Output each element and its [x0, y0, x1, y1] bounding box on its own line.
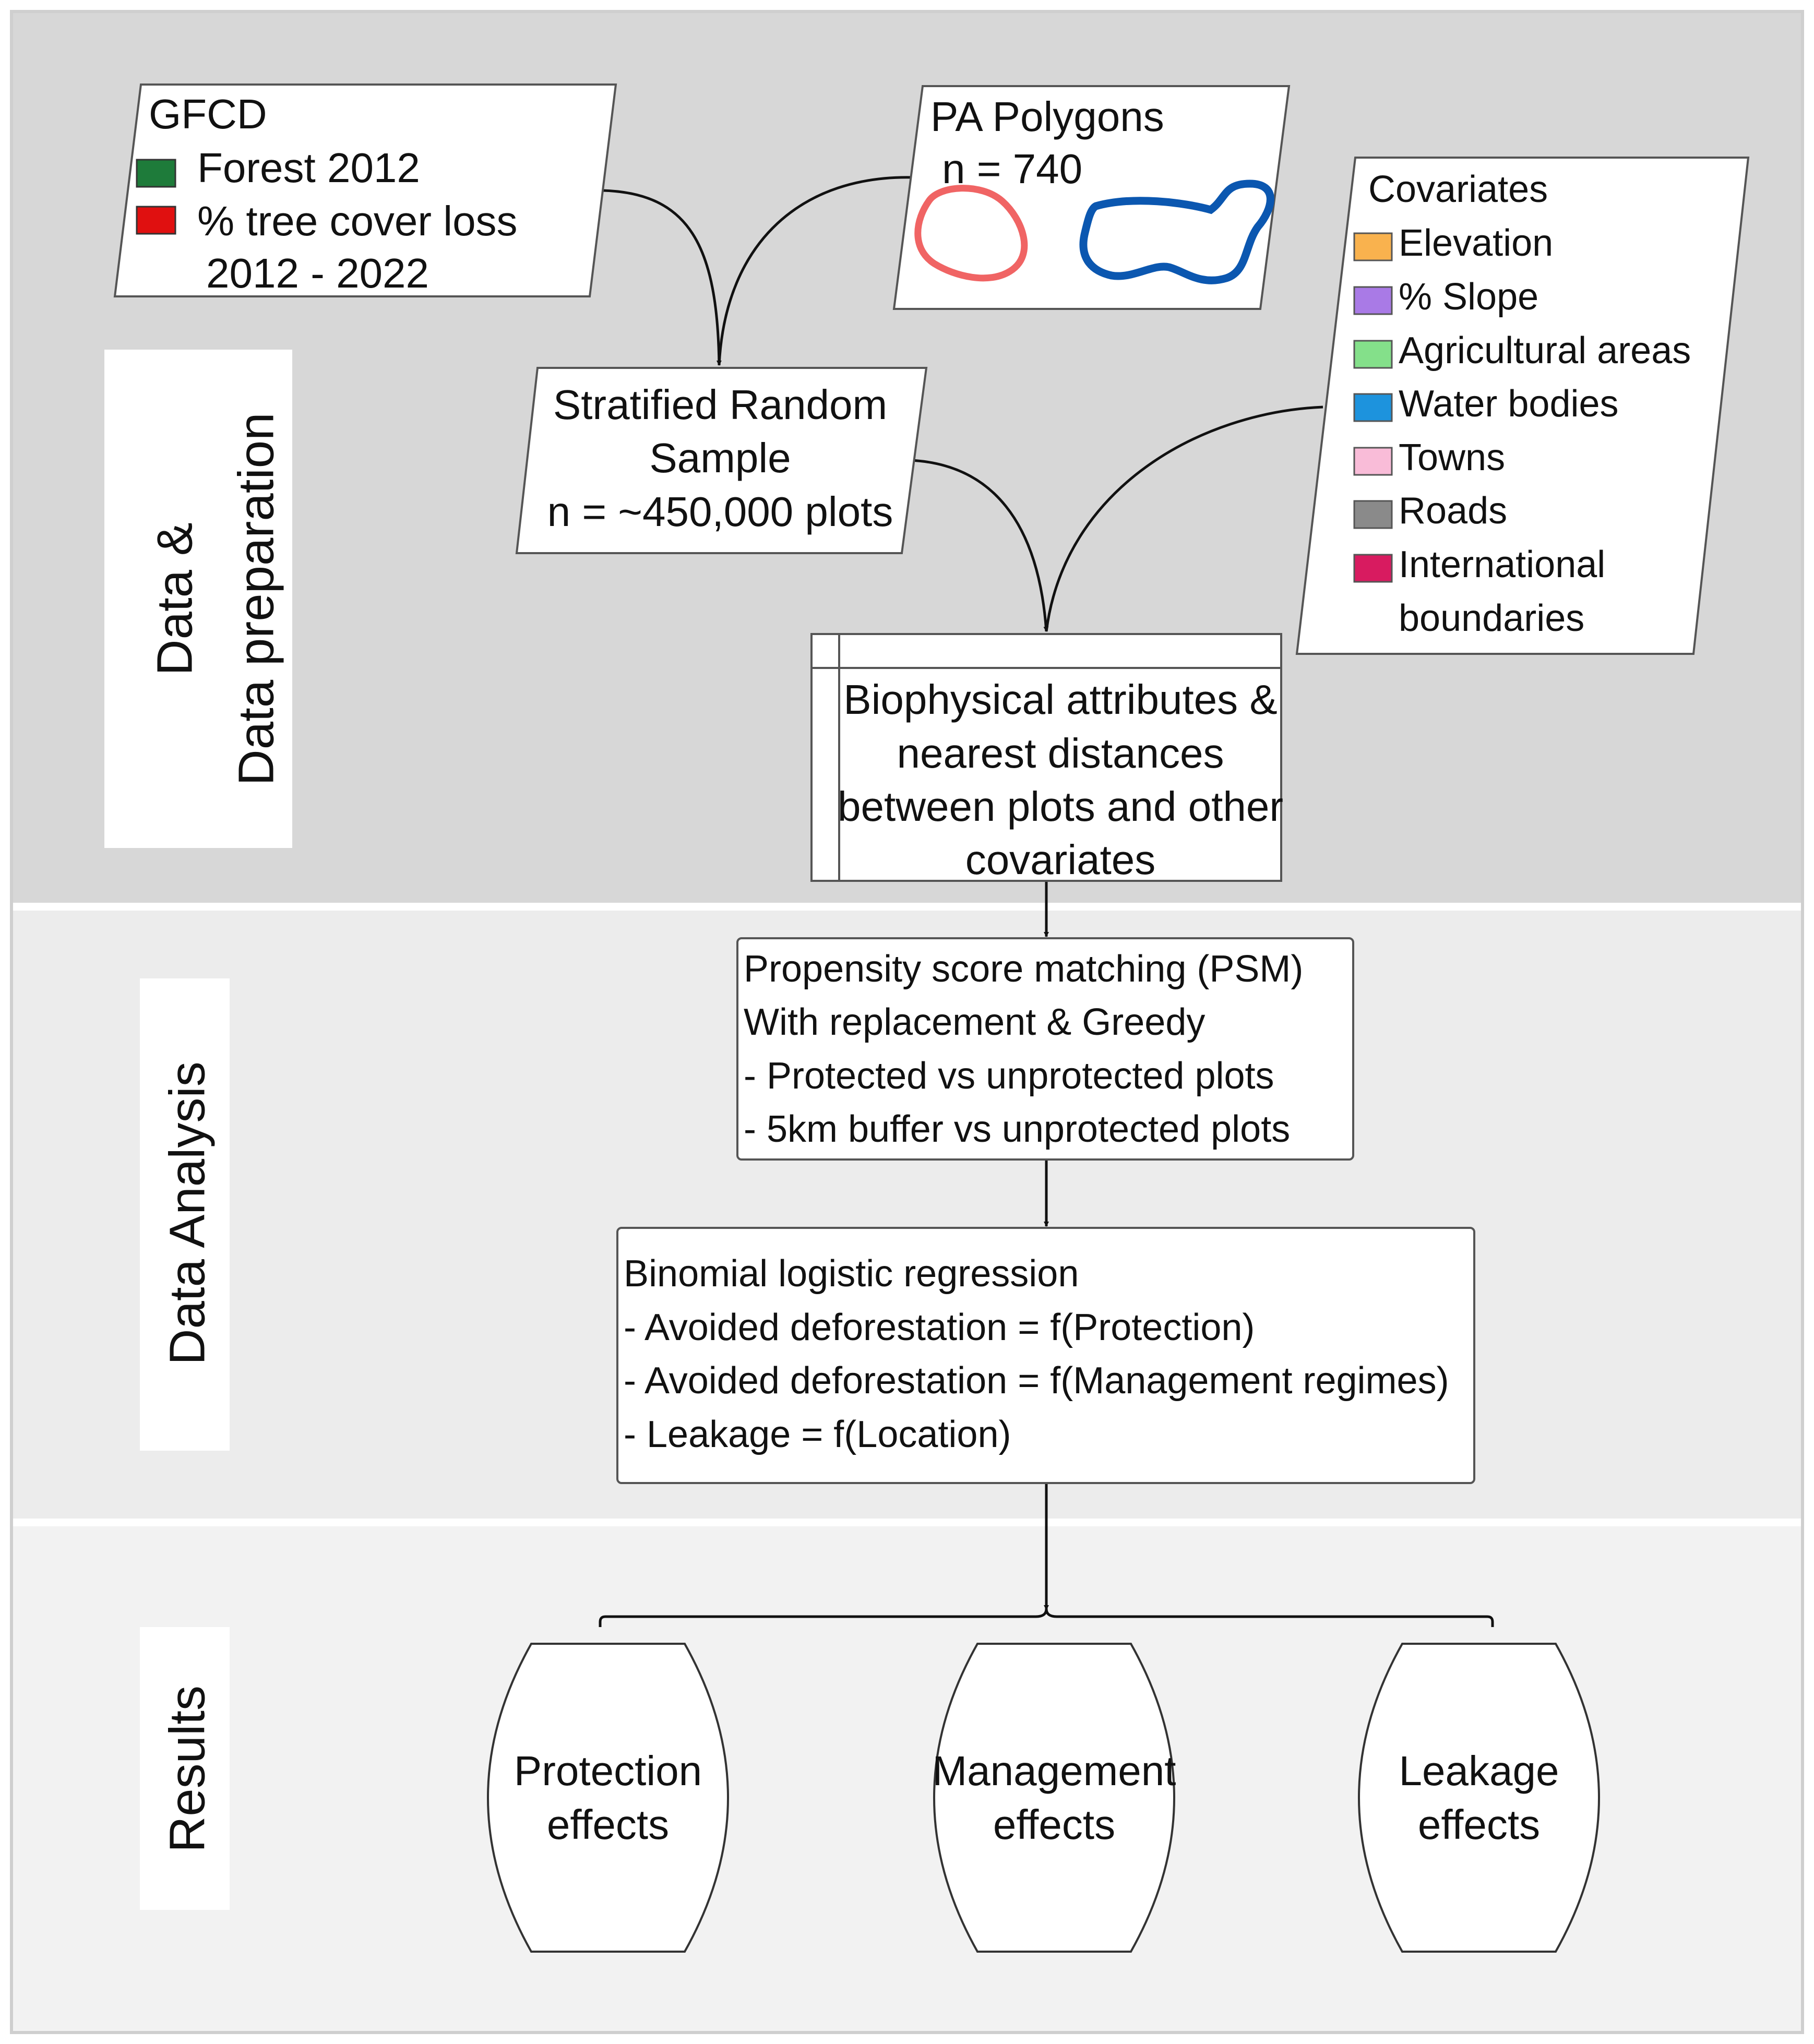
- result-management-shape: [933, 1643, 1175, 1953]
- regression-line4: - Leakage = f(Location): [624, 1414, 1011, 1455]
- gfcd-title: GFCD: [149, 91, 267, 137]
- connector-pa-to-sample: [718, 176, 914, 366]
- gfcd-loss-label: % tree cover loss: [197, 198, 518, 244]
- slope-swatch: [1353, 286, 1393, 315]
- elevation-swatch: [1353, 232, 1393, 261]
- attributes-line4: covariates: [965, 836, 1156, 883]
- psm-line3: - Protected vs unprotected plots: [744, 1055, 1274, 1097]
- band-label-preparation-line2: Data preparation: [228, 412, 284, 785]
- result-protection-shape: [487, 1643, 729, 1953]
- result-management-line2: effects: [993, 1801, 1115, 1848]
- agricultural-swatch: [1353, 340, 1393, 369]
- attributes-box: [810, 633, 1282, 882]
- covariates-box: [1295, 157, 1750, 655]
- covariate-water-label: Water bodies: [1399, 383, 1619, 425]
- pa-outline-red-icon: [914, 185, 1028, 282]
- pa-polygons-title: PA Polygons: [930, 93, 1164, 140]
- covariate-boundaries-label: International: [1399, 544, 1605, 585]
- connector-sample-to-attributes: [910, 459, 1049, 632]
- water-swatch: [1353, 393, 1393, 422]
- covariate-boundaries-continuation: boundaries: [1399, 597, 1584, 639]
- gfcd-box: [113, 83, 617, 297]
- band-label-box-analysis: [140, 978, 230, 1451]
- attributes-line1: Biophysical attributes &: [843, 676, 1278, 723]
- forest-swatch: [136, 159, 176, 188]
- psm-box: [736, 937, 1354, 1161]
- band-label-preparation-line1: Data &: [147, 522, 202, 675]
- roads-swatch: [1353, 500, 1393, 529]
- attributes-line2: nearest distances: [897, 730, 1224, 776]
- attributes-line3: between plots and other: [838, 783, 1283, 830]
- connector-gfcd-to-sample: [602, 189, 722, 366]
- band-label-results: Results: [159, 1686, 215, 1852]
- covariate-towns-label: Towns: [1399, 437, 1505, 479]
- band-label-analysis: Data Analysis: [159, 1061, 215, 1365]
- pa-polygons-count: n = 740: [942, 146, 1082, 192]
- sample-line2: Sample: [649, 435, 791, 481]
- towns-swatch: [1353, 447, 1393, 476]
- tree-cover-loss-swatch: [136, 206, 176, 235]
- results-brace: [599, 1608, 1494, 1627]
- regression-box: [616, 1227, 1475, 1484]
- covariate-roads-label: Roads: [1399, 490, 1507, 532]
- band-label-box-preparation: [104, 350, 292, 848]
- regression-line1: Binomial logistic regression: [624, 1253, 1079, 1295]
- psm-line2: With replacement & Greedy: [744, 1001, 1205, 1043]
- result-protection-line1: Protection: [514, 1748, 702, 1794]
- covariates-title: Covariates: [1368, 169, 1548, 210]
- covariate-slope-label: % Slope: [1399, 276, 1538, 318]
- result-protection-line2: effects: [547, 1801, 669, 1848]
- regression-line2: - Avoided deforestation = f(Protection): [624, 1307, 1255, 1348]
- covariate-elevation-label: Elevation: [1399, 222, 1553, 264]
- connector-covariates-to-attributes: [1045, 405, 1323, 632]
- band-label-box-results: [140, 1627, 230, 1910]
- sample-line1: Stratified Random: [553, 381, 887, 428]
- psm-line1: Propensity score matching (PSM): [744, 948, 1303, 990]
- result-management-line1: Management: [933, 1748, 1176, 1794]
- regression-line3: - Avoided deforestation = f(Management r…: [624, 1360, 1449, 1402]
- pa-outline-blue-icon: [1079, 180, 1274, 284]
- boundaries-swatch: [1353, 554, 1393, 583]
- result-leakage-line2: effects: [1418, 1801, 1540, 1848]
- gfcd-forest-label: Forest 2012: [197, 145, 420, 191]
- covariate-agricultural-label: Agricultural areas: [1399, 330, 1691, 372]
- sample-line3: n = ~450,000 plots: [547, 488, 893, 535]
- stratified-sample-box: [515, 367, 928, 554]
- pa-polygons-box: [892, 85, 1291, 310]
- gfcd-years: 2012 - 2022: [206, 250, 429, 296]
- result-leakage-line1: Leakage: [1399, 1748, 1559, 1794]
- psm-line4: - 5km buffer vs unprotected plots: [744, 1108, 1290, 1150]
- result-leakage-shape: [1358, 1643, 1600, 1953]
